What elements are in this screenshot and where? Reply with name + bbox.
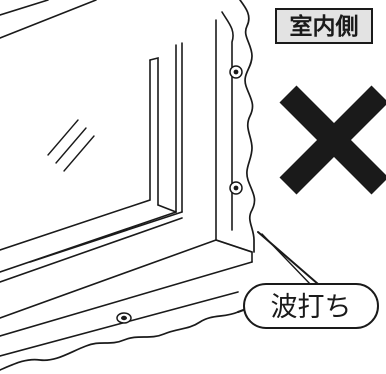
screw-middle-right — [229, 181, 243, 195]
side-label-box: 室内側 — [275, 8, 373, 44]
cross-mark-icon — [279, 85, 386, 195]
side-label-text: 室内側 — [290, 13, 359, 40]
sash-frame — [0, 19, 217, 283]
callout-bubble: 波打ち — [237, 231, 379, 329]
glass-reflection-marks — [47, 119, 95, 172]
callout-text: 波打ち — [271, 292, 352, 323]
callout-pointer-inner — [261, 233, 313, 287]
frame-top-edge — [0, 0, 97, 39]
glass-pane — [0, 56, 159, 251]
screw-bottom-rail — [116, 312, 132, 324]
screw-top-right — [229, 65, 243, 79]
outer-frame — [0, 239, 253, 357]
wavy-edge-bottom — [0, 311, 239, 371]
wavy-edge-right — [239, 0, 256, 253]
wavy-edge-right-inner — [221, 11, 234, 231]
